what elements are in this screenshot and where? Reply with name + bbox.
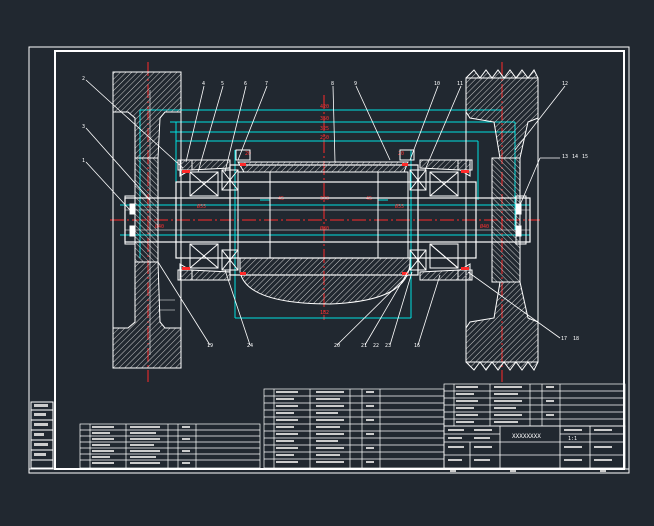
- outer-frame: [28, 46, 630, 474]
- svg-text:20: 20: [245, 151, 251, 157]
- parts-list-right: [443, 383, 626, 427]
- title-block-scale: 1:1: [568, 436, 577, 442]
- svg-text:250: 250: [320, 135, 329, 141]
- balloon-top-5: 7: [265, 81, 268, 87]
- balloon-top-6: 8: [331, 81, 334, 87]
- svg-text:20: 20: [398, 151, 404, 157]
- balloon-left-0: 3: [82, 124, 85, 130]
- balloon-bottom-6: 16: [414, 343, 420, 349]
- svg-text:350: 350: [320, 116, 329, 122]
- balloon-top-7: 9: [354, 81, 357, 87]
- svg-text:45: 45: [278, 196, 284, 202]
- right-wheel: [465, 69, 539, 371]
- svg-text:Ø55: Ø55: [197, 203, 206, 210]
- balloon-top-10: 12: [562, 81, 568, 87]
- balloon-bottom-1: 24: [247, 343, 253, 349]
- balloon-bottom-8: 18: [573, 336, 579, 342]
- shaft-end-caps: [124, 195, 527, 245]
- balloon-top-2: 4: [202, 81, 205, 87]
- balloon-top-9: 11: [457, 81, 463, 87]
- svg-text:Ø40: Ø40: [155, 223, 164, 230]
- balloon-bottom-5: 23: [385, 343, 391, 349]
- bottom-strip: [450, 470, 606, 472]
- dimension-lines: [120, 109, 530, 319]
- balloon-right-1: 14: [572, 154, 578, 160]
- balloon-top-3: 5: [221, 81, 224, 87]
- balloon-right-0: 13: [562, 154, 568, 160]
- housing-pieces: [179, 159, 471, 281]
- balloon-bottom-2: 20: [334, 343, 340, 349]
- svg-text:325: 325: [320, 126, 329, 132]
- parts-list-left: [79, 423, 261, 469]
- balloon-bottom-0: 19: [207, 343, 213, 349]
- svg-text:Ø80: Ø80: [320, 225, 329, 232]
- red-markers: [182, 163, 469, 275]
- balloon-bottom-3: 21: [361, 343, 367, 349]
- svg-text:182: 182: [320, 310, 329, 316]
- svg-text:45: 45: [366, 196, 372, 202]
- part-balloon-labels: 2 3 1 4 5 6 7 8 9 10 11 12 13 14 15 19 2…: [82, 76, 588, 349]
- balloon-bottom-4: 22: [373, 343, 379, 349]
- svg-text:300: 300: [320, 196, 329, 202]
- parts-list-middle: [263, 388, 445, 469]
- balloon-left-1: 1: [82, 158, 85, 164]
- svg-text:Ø55: Ø55: [395, 203, 404, 210]
- svg-text:420: 420: [320, 104, 329, 110]
- parts-list-right-fill: [456, 386, 554, 423]
- balloon-top-8: 10: [434, 81, 440, 87]
- balloon-top-4: 6: [244, 81, 247, 87]
- parts-list-middle-fill: [276, 391, 374, 463]
- leader-lines: [85, 79, 566, 346]
- balloon-right-2: 15: [582, 154, 588, 160]
- drum-hub: [237, 161, 411, 305]
- left-margin-block: [30, 401, 54, 469]
- svg-text:Ø40: Ø40: [480, 223, 489, 230]
- title-block: [443, 425, 626, 469]
- title-block-fill: [448, 429, 612, 461]
- balloon-top-0: 2: [82, 76, 85, 82]
- title-block-title: XXXXXXXX: [512, 433, 541, 440]
- dimension-texts: 420 350 325 250 20 20 300 Ø80 Ø40 Ø40 Ø5…: [155, 104, 489, 316]
- balloon-bottom-7: 17: [561, 336, 567, 342]
- parts-list-left-fill: [92, 426, 190, 464]
